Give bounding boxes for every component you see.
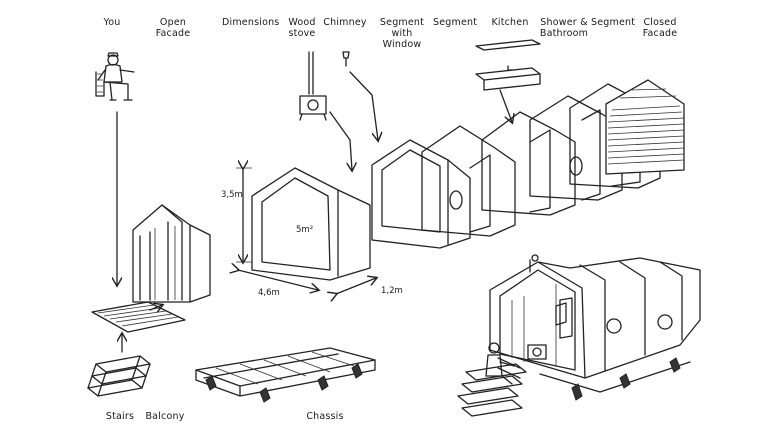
label-kitchen: Kitchen (491, 17, 529, 28)
label-balcony: Balcony (145, 411, 185, 422)
label-segment-with-window: Segment with Window (379, 17, 425, 50)
label-wood-stove: Wood stove (288, 17, 316, 39)
label-dimensions: Dimensions (222, 17, 280, 28)
wood-stove-drawing (299, 51, 327, 121)
label-open-facade: Open Facade (155, 17, 191, 39)
dimension-height: 3,5m (221, 190, 243, 200)
assembled-house-drawing (457, 254, 701, 417)
stairs-drawing (87, 355, 151, 397)
label-segment-2: Segment (591, 17, 636, 28)
segment-with-window-drawing (371, 139, 471, 249)
dimension-area: 5m² (296, 225, 313, 235)
dimensioned-segment-drawing: 3,5m 5m² 4,6m 1,2m (221, 168, 403, 298)
chimney-drawing (342, 51, 350, 67)
arrow-stove (329, 111, 352, 170)
label-chassis: Chassis (306, 411, 344, 422)
kitchen-drawing (475, 39, 576, 216)
open-facade-drawing (132, 204, 211, 303)
label-you: You (103, 17, 121, 28)
person-in-chair-figure (95, 52, 135, 101)
arrow-chimney (349, 71, 378, 140)
label-shower-bathroom: Shower & Bathroom (539, 17, 589, 39)
label-stairs: Stairs (105, 411, 135, 422)
segment-drawing (421, 125, 516, 237)
closed-facade-drawing (605, 79, 685, 175)
dimension-depth: 1,2m (381, 286, 403, 296)
dimension-width: 4,6m (258, 288, 280, 298)
label-chimney: Chimney (323, 17, 367, 28)
label-closed-facade: Closed Facade (642, 17, 678, 39)
label-segment-1: Segment (433, 17, 478, 28)
balcony-deck-drawing (91, 301, 186, 333)
chassis-drawing (195, 347, 376, 403)
